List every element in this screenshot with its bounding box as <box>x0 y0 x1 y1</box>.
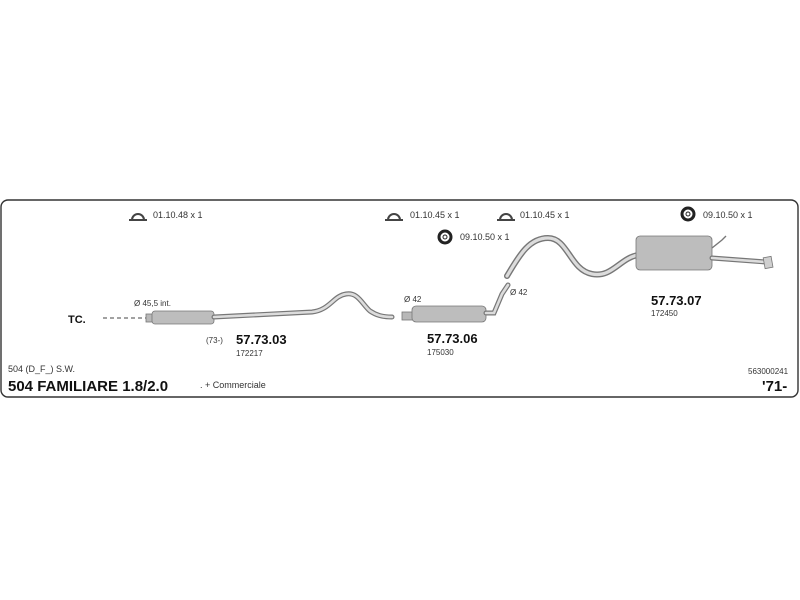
rear-part-code: 172450 <box>651 309 678 318</box>
model-subtitle: 504 (D_F_) S.W. <box>8 364 75 374</box>
rear-part-number: 57.73.07 <box>651 293 702 308</box>
year-label: '71- <box>762 378 787 395</box>
model-title: 504 FAMILIARE 1.8/2.0 <box>8 378 168 395</box>
tc-label: TC. <box>68 314 86 326</box>
u-bolt-clamp-icon <box>129 213 147 221</box>
front-diameter-label: Ø 45,5 int. <box>134 299 171 308</box>
front-pipe <box>145 291 395 325</box>
middle-part-number: 57.73.06 <box>427 331 478 346</box>
u-bolt-clamp-icon <box>385 213 403 221</box>
middle-diameter-label: Ø 42 <box>404 295 422 304</box>
middle-part-code: 175030 <box>427 348 454 357</box>
u-bolt-clamp-icon <box>497 213 515 221</box>
clamp-label-3: 01.10.45 x 1 <box>520 210 570 220</box>
clamp-label-2: 01.10.45 x 1 <box>410 210 460 220</box>
rear-diameter-label: Ø 42 <box>510 288 528 297</box>
ring-label-1: 09.10.50 x 1 <box>460 232 510 242</box>
middle-silencer <box>401 282 511 323</box>
commercial-note: . + Commerciale <box>200 380 266 390</box>
rubber-ring-icon <box>437 229 453 245</box>
rear-silencer <box>504 234 774 279</box>
clamp-label-1: 01.10.48 x 1 <box>153 210 203 220</box>
front-part-prefix: (73-) <box>206 336 223 345</box>
ring-label-2: 09.10.50 x 1 <box>703 210 753 220</box>
rubber-ring-icon <box>680 206 696 222</box>
front-part-code: 172217 <box>236 349 263 358</box>
diagram-frame <box>0 199 799 398</box>
catalog-code: 563000241 <box>748 367 789 376</box>
front-part-number: 57.73.03 <box>236 332 287 347</box>
